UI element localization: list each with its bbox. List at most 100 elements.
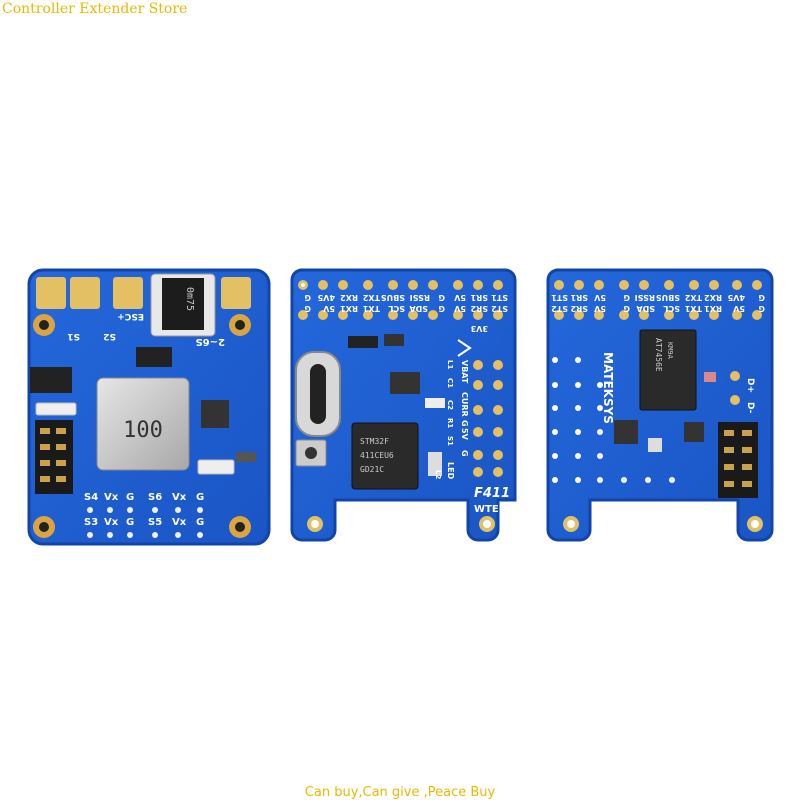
- pad-s5: S5: [148, 517, 162, 528]
- fc-code-l1: L1: [446, 360, 454, 369]
- osd-proto-grid: [552, 357, 675, 483]
- osd-label-st1: ST1: [551, 293, 568, 302]
- gold-pads-top: [36, 277, 251, 309]
- osd-label-5v: 5V: [593, 293, 606, 302]
- osd-label-g: G: [758, 293, 765, 302]
- fc-label-5v-2: 5V: [453, 304, 466, 313]
- s2-label: S2: [103, 331, 116, 341]
- pad-g-3: G: [196, 492, 204, 503]
- osd-d-plus: D+: [745, 378, 755, 393]
- fc-label-sr1: SR1: [470, 293, 488, 302]
- osd-chip-label: AT7456E: [654, 338, 663, 372]
- fc-code-s1: S1: [446, 436, 454, 446]
- osd-label-5v-2: 5V: [732, 304, 745, 313]
- osd-label-5v-3: 5V: [593, 304, 606, 313]
- watermark-top: Controller Extender Store: [2, 1, 188, 17]
- fc-label-scl: SCL: [388, 304, 405, 313]
- pad-s6: S6: [148, 492, 162, 503]
- fc-second-labels: ST2 SR2 5V G SDA SCL TX1 RX1 5V G: [304, 304, 508, 313]
- fc-side-g2: G: [460, 450, 469, 457]
- pad-s3: S3: [84, 517, 98, 528]
- osd-label-sbus: SBUS: [656, 293, 680, 302]
- fc-label-rx2: RX2: [340, 293, 358, 302]
- osd-second-labels: G 5V RX1 TX1 SCL SDA G 5V SR2 ST2: [551, 304, 765, 313]
- fc-side-led: LED: [446, 462, 455, 480]
- osd-label-tx2: TX2: [685, 293, 702, 302]
- pad-vx-1: Vx: [104, 492, 119, 503]
- osd-pin-holes: [554, 280, 762, 320]
- fc-label-tx1: TX1: [362, 304, 380, 313]
- fc-label-st1: ST1: [491, 293, 508, 302]
- pad-g-2: G: [126, 517, 134, 528]
- mcu-brand: STM32F: [360, 437, 389, 446]
- osd-d-minus: D-: [745, 402, 755, 414]
- fc-label-st2: ST2: [491, 304, 508, 313]
- fc-label-4v5: 4V5: [317, 293, 335, 302]
- fc-label-5v: 5V: [453, 293, 466, 302]
- osd-label-g2: G: [623, 293, 630, 302]
- osd-label-sda: SDA: [636, 304, 655, 313]
- mounting-holes-pdb: [33, 314, 251, 538]
- fc-label-g-3: G: [438, 304, 445, 313]
- osd-chip: [639, 329, 697, 411]
- osd-label-st2: ST2: [551, 304, 568, 313]
- fc-label-sbus: SBUS: [381, 293, 405, 302]
- pad-vx-4: Vx: [172, 517, 187, 528]
- osd-label-rx2: RX2: [704, 293, 722, 302]
- pad-g-1: G: [126, 492, 134, 503]
- fc-label-tx2: TX2: [363, 293, 380, 302]
- osd-label-scl: SCL: [663, 304, 680, 313]
- fc-label-g: G: [438, 293, 445, 302]
- osd-label-rssi: RSSI: [635, 293, 655, 302]
- fc-label-3v3: 3V3: [471, 324, 488, 333]
- servo-pads: S4 S3 Vx Vx G G S6 S5 Vx Vx G G: [84, 492, 204, 538]
- inductor-label: 100: [123, 418, 163, 443]
- vin-label: 2~6S: [196, 336, 226, 347]
- fc-code-c2: C2: [446, 400, 454, 410]
- fc-side-labels: VBAT CURR G 5V G LED L1 C1 C2 R1 S1 L2: [434, 360, 469, 480]
- s1-label: S1: [67, 331, 80, 341]
- fc-side-vbat: VBAT: [460, 360, 469, 384]
- pad-vx-2: Vx: [104, 517, 119, 528]
- fc-model: F411: [474, 486, 510, 501]
- pad-s4: S4: [84, 492, 98, 503]
- esc-plus-label: ESC+: [117, 311, 144, 321]
- osd-label-rx1: RX1: [704, 304, 722, 313]
- fc-label-sda: SDA: [409, 304, 428, 313]
- pad-vx-3: Vx: [172, 492, 187, 503]
- fc-side-5v: 5V: [460, 428, 469, 441]
- osd-label-g-4: G: [623, 304, 630, 313]
- fc-label-rssi: RSSI: [410, 293, 430, 302]
- osd-board: G 4V5 RX2 TX2 SBUS RSSI G 5V SR1 ST1 G 5…: [546, 268, 774, 542]
- fc-side-pads: [473, 360, 503, 477]
- fc-code-r1: R1: [446, 418, 454, 428]
- osd-label-4v5: 4V5: [727, 293, 745, 302]
- fc-model-sub: WTE: [474, 504, 499, 515]
- fc-label-g2: G: [304, 293, 311, 302]
- fc-label-g-4: G: [304, 304, 311, 313]
- osd-label-g-3: G: [758, 304, 765, 313]
- fc-board: ST1 SR1 5V G RSSI SBUS TX2 RX2 4V5 G ST2…: [290, 268, 517, 542]
- fc-code-l2: L2: [434, 470, 442, 479]
- mosfet-label: 0m75: [184, 287, 195, 311]
- fc-label-rx1: RX1: [340, 304, 358, 313]
- fc-code-c1: C1: [446, 378, 454, 388]
- fc-label-sr2: SR2: [471, 304, 489, 313]
- fc-label-5v-3: 5V: [322, 304, 335, 313]
- pad-g-4: G: [196, 517, 204, 528]
- fc-side-g: G: [460, 420, 469, 427]
- osd-label-sr1: SR1: [570, 293, 588, 302]
- osd-label-tx1: TX1: [684, 304, 702, 313]
- osd-brand: MATEKSYS: [601, 352, 615, 424]
- watermark-bottom: Can buy,Can give ,Peace Buy: [304, 785, 496, 800]
- pdb-board: 0m75 ESC+ 2~6S S1 S2 100: [27, 268, 271, 546]
- osd-top-labels: G 4V5 RX2 TX2 SBUS RSSI G 5V SR1 ST1: [551, 293, 765, 302]
- mcu-line1: 411CEU6: [360, 451, 394, 460]
- pin-header-osd: [718, 422, 758, 498]
- fc-top-labels: ST1 SR1 5V G RSSI SBUS TX2 RX2 4V5 G: [304, 293, 508, 302]
- mcu-chip: [351, 422, 419, 490]
- fc-side-curr: CURR: [460, 392, 469, 417]
- osd-label-sr2: SR2: [571, 304, 589, 313]
- mcu-line2: GD21C: [360, 465, 384, 474]
